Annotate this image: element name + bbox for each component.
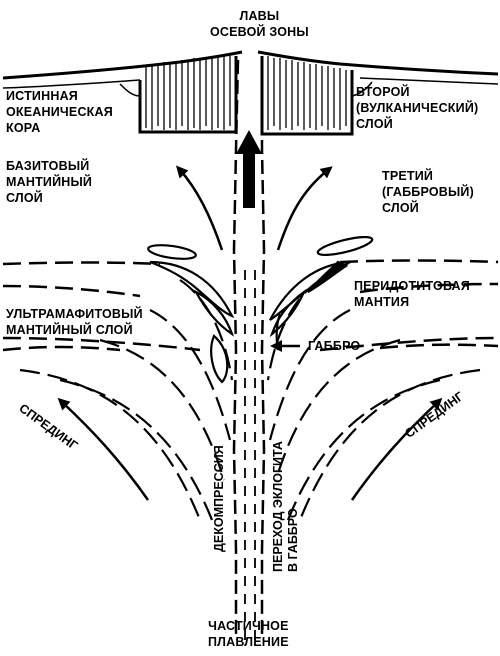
upwelling-arrow: [236, 130, 262, 208]
third-layer-label: ТРЕТИЙ (ГАББРОВЫЙ) СЛОЙ: [382, 169, 474, 215]
axial-lavas-label: ЛАВЫ ОСЕВОЙ ЗОНЫ: [210, 9, 309, 39]
diverging-flow-arrows: [175, 165, 333, 251]
peridotite-mantle-label: ПЕРИДОТИТОВАЯ МАНТИЯ: [354, 279, 470, 309]
oceanic-crust-layer: [2, 50, 499, 136]
left-mantle-flow-lines: [19, 279, 234, 521]
decompression-label: ДЕКОМПРЕССИЯ: [212, 445, 226, 552]
spreading-arrows: [57, 397, 443, 501]
eclogite-transition-label: ПЕРЕХОД ЭКЛОГИТА В ГАББРО: [271, 441, 300, 572]
partial-melting-label: ЧАСТИЧНОЕ ПЛАВЛЕНИЕ: [208, 619, 289, 649]
basite-mantle-layer-label: БАЗИТОВЫЙ МАНТИЙНЫЙ СЛОЙ: [6, 159, 93, 205]
right-mantle-flow-lines: [266, 279, 481, 521]
gabbro-label: ГАББРО: [308, 339, 361, 353]
axial-conduit: [232, 59, 266, 640]
gabbro-lenses: [147, 235, 374, 384]
second-layer-label: ВТОРОЙ (ВУЛКАНИЧЕСКИЙ) СЛОЙ: [356, 85, 479, 131]
true-oceanic-crust-label: ИСТИННАЯ ОКЕАНИЧЕСКАЯ КОРА: [6, 89, 113, 135]
ultramafic-mantle-layer-label: УЛЬТРАМАФИТОВЫЙ МАНТИЙНЫЙ СЛОЙ: [6, 307, 143, 337]
